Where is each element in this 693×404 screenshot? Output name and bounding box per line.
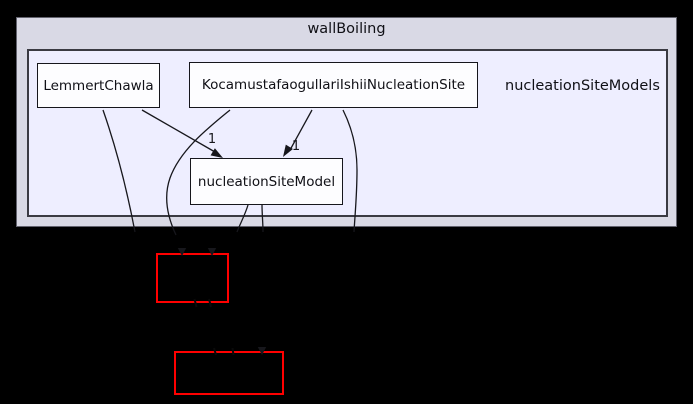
node-kocamustafaogullari-label: KocamustafaogullariIshiiNucleationSite xyxy=(201,77,466,93)
node-nucleationsitemodel[interactable]: nucleationSiteModel xyxy=(190,158,343,205)
cluster-nucleationsitemodels-label: nucleationSiteModels xyxy=(505,78,660,94)
node-nucleationsitemodel-label: nucleationSiteModel xyxy=(197,173,336,190)
cluster-wallboiling-title: wallBoiling xyxy=(307,21,386,37)
node-lemmertchawla-label: LemmertChawla xyxy=(43,77,154,94)
external-node-2[interactable] xyxy=(174,351,284,395)
node-kocamustafaogullari-ishii-nucleation-site[interactable]: KocamustafaogullariIshiiNucleationSite xyxy=(189,62,478,108)
external-node-1[interactable] xyxy=(156,253,229,303)
node-lemmertchawla[interactable]: LemmertChawla xyxy=(37,63,160,108)
